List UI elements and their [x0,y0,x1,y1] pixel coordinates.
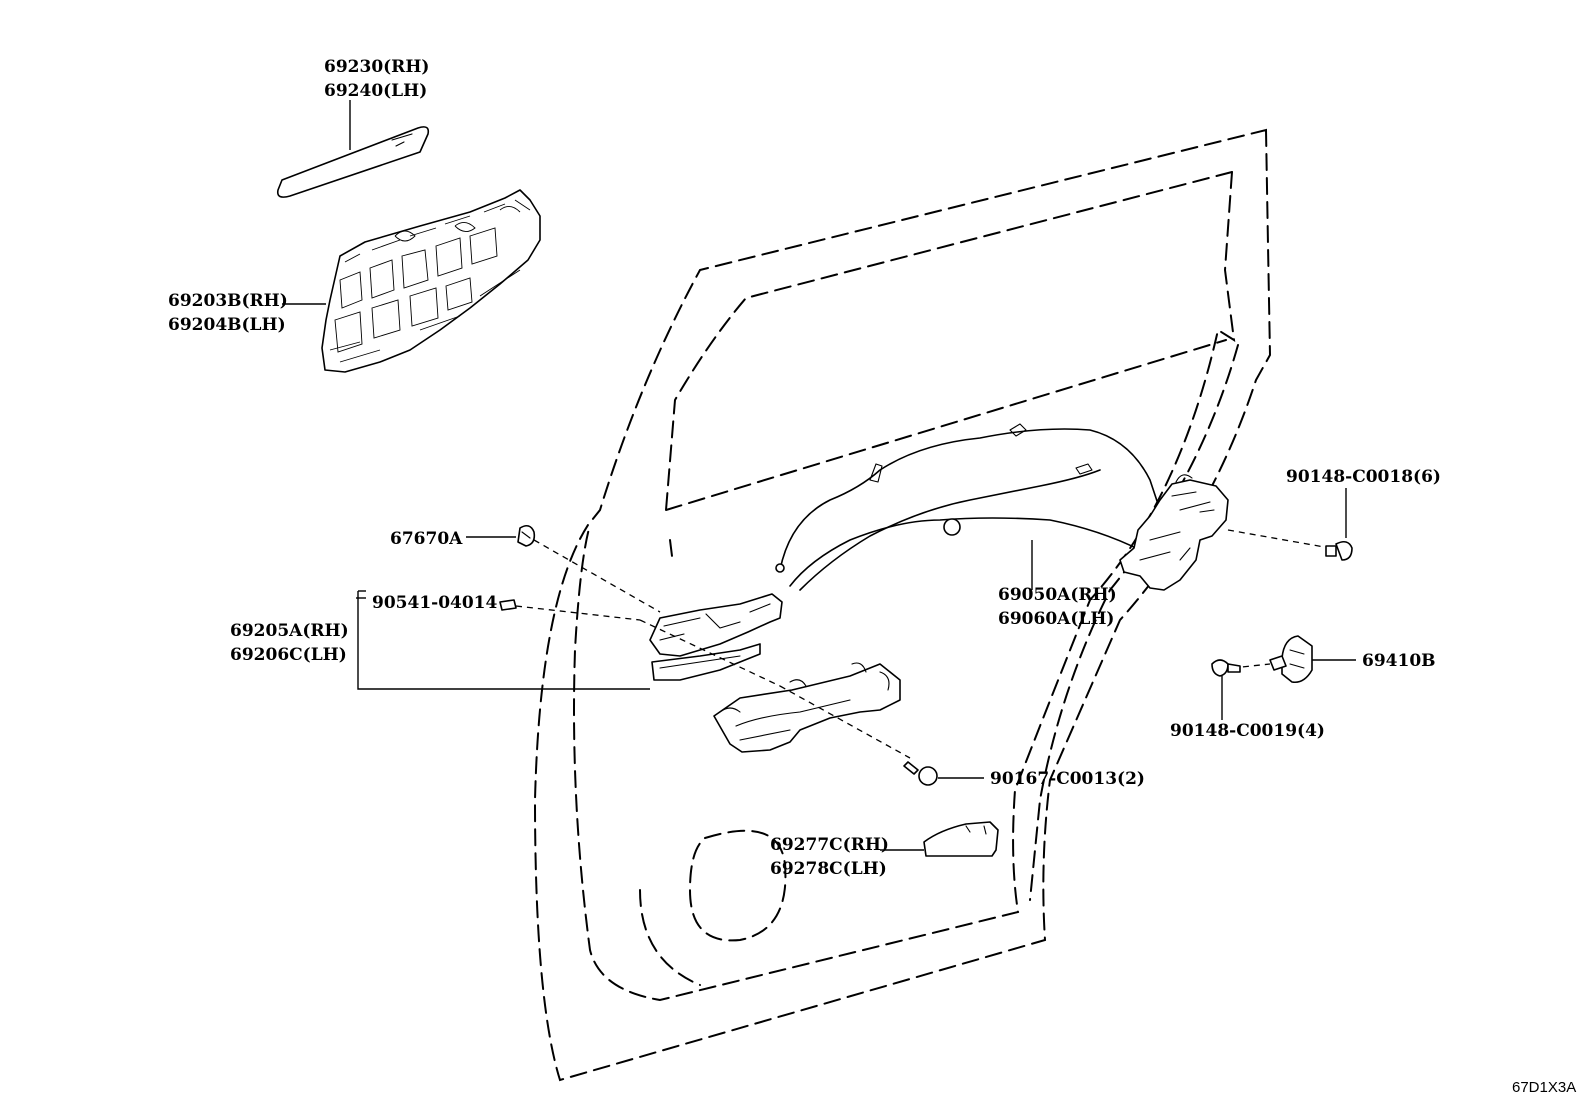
lock-cable [775,423,1161,591]
label-69410b: 69410B [1362,651,1436,671]
label-69060a: 69060A(LH) [998,609,1114,629]
label-69205a: 69205A(RH) [230,621,349,641]
label-69050a: 69050A(RH) [998,585,1117,605]
bezel-part [880,821,999,857]
label-90148-c0018: 90148-C0018(6) [1286,467,1441,487]
label-69206c: 69206C(LH) [230,645,347,665]
striker-screw-part [1211,659,1241,720]
door-lock-actuator [1119,474,1331,591]
label-69240: 69240(LH) [324,81,427,101]
diagram-code: 67D1X3A [1512,1079,1576,1096]
outside-handle-frame [282,189,541,373]
part-labels: 69230(RH) 69240(LH) 69203B(RH) 69204B(LH… [168,57,1576,1096]
screw-outer-part [356,597,641,621]
label-69278c: 69278C(LH) [770,859,887,879]
label-69204b: 69204B(LH) [168,315,286,335]
striker-part [1231,635,1356,684]
label-90541: 90541-04014 [372,593,498,613]
label-69203b: 69203B(RH) [168,291,288,311]
door-outline [533,128,1272,1082]
outside-handle-pad [276,100,430,198]
label-69230: 69230(RH) [324,57,429,77]
handle-screw-part [903,761,984,786]
label-67670a: 67670A [390,529,463,549]
cap-part [466,524,661,613]
lock-screw-part [1325,488,1353,561]
label-90167-c0013: 90167-C0013(2) [990,769,1145,789]
inside-handle-assembly [357,590,911,759]
label-69277c: 69277C(RH) [770,835,889,855]
label-90148-c0019: 90148-C0019(4) [1170,721,1325,741]
